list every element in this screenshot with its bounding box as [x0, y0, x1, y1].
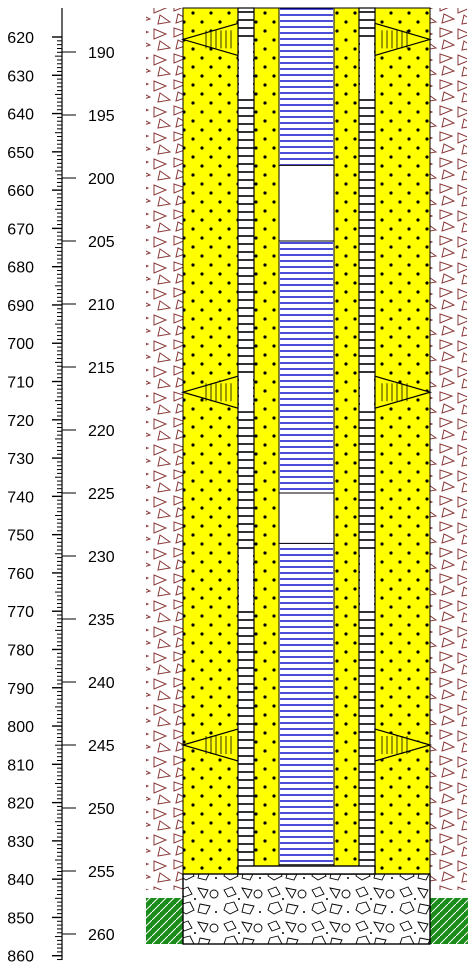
elevation-label: 640	[7, 107, 34, 124]
elevation-label: 760	[7, 566, 34, 583]
depth-label: 230	[88, 549, 115, 566]
screen-section	[280, 543, 333, 865]
depth-label: 200	[88, 171, 115, 188]
elevation-label: 710	[7, 375, 34, 392]
depth-scale: 190 195 200 205 210 215 220 225 230 235 240 245 250 2…	[62, 45, 115, 944]
depth-label: 235	[88, 612, 115, 629]
centralizer-left	[180, 375, 239, 409]
depth-label: 260	[88, 927, 115, 944]
elevation-label: 810	[7, 757, 34, 774]
end-cap	[237, 865, 376, 875]
elevation-label: 730	[7, 451, 34, 468]
depth-labels: 190 195 200 205 210 215 220 225 230 235 240 245 250 2…	[88, 45, 115, 944]
elevation-label: 650	[7, 145, 34, 162]
formation-left	[146, 8, 183, 890]
formation-right	[430, 8, 467, 890]
elevation-labels: 620 630 640 650 660 670 680 690 700 710 720 730 740 7…	[7, 30, 34, 966]
elevation-label: 820	[7, 796, 34, 813]
elevation-label: 790	[7, 681, 34, 698]
casing-blank	[360, 549, 374, 607]
depth-label: 220	[88, 423, 115, 440]
depth-label: 215	[88, 360, 115, 377]
ground-surface-left	[146, 898, 184, 944]
elevation-label: 850	[7, 910, 34, 927]
depth-label: 245	[88, 738, 115, 755]
casing-left	[237, 7, 255, 871]
elevation-label: 630	[7, 68, 34, 85]
centralizer-right	[374, 375, 433, 409]
centralizer-right	[374, 728, 433, 762]
elevation-minor-ticks	[52, 36, 62, 961]
casing-gaps	[239, 39, 374, 607]
casing-blank	[360, 39, 374, 97]
depth-label: 210	[88, 297, 115, 314]
elevation-label: 750	[7, 528, 34, 545]
centralizer-left	[180, 22, 239, 57]
elevation-label: 620	[7, 30, 34, 47]
depth-label: 255	[88, 864, 115, 881]
base-seal	[182, 873, 431, 945]
elevation-label: 660	[7, 183, 34, 200]
depth-label: 190	[88, 45, 115, 62]
ground-surface-right	[430, 898, 468, 944]
depth-label: 195	[88, 108, 115, 125]
casing-blank	[239, 39, 253, 97]
inner-annulus-right	[333, 7, 360, 871]
elevation-label: 860	[7, 949, 34, 966]
elevation-label: 670	[7, 221, 34, 238]
elevation-label: 740	[7, 489, 34, 506]
elevation-label: 680	[7, 260, 34, 277]
elevation-label: 720	[7, 413, 34, 430]
elevation-label: 780	[7, 642, 34, 659]
screen-section	[280, 241, 333, 493]
elevation-label: 830	[7, 834, 34, 851]
depth-label: 205	[88, 234, 115, 251]
elevation-label: 770	[7, 604, 34, 621]
elevation-label: 690	[7, 298, 34, 315]
casing-blank	[239, 549, 253, 607]
depth-label: 250	[88, 801, 115, 818]
screen-section	[280, 8, 333, 166]
elevation-scale: 620 630 640 650 660 670 680 690 700 710 720 730 740 7…	[7, 8, 63, 966]
casing-right	[358, 7, 376, 871]
depth-label: 225	[88, 486, 115, 503]
centralizer-right	[374, 22, 433, 57]
casing-blank	[239, 373, 253, 412]
casing-blank	[360, 373, 374, 412]
elevation-label: 840	[7, 872, 34, 889]
depth-label: 240	[88, 675, 115, 692]
elevation-label: 800	[7, 719, 34, 736]
centralizers	[180, 22, 433, 762]
inner-annulus-left	[253, 7, 280, 871]
screen-intervals	[279, 7, 334, 866]
elevation-label: 700	[7, 336, 34, 353]
depth-ticks	[62, 51, 76, 935]
centralizer-left	[180, 728, 239, 762]
